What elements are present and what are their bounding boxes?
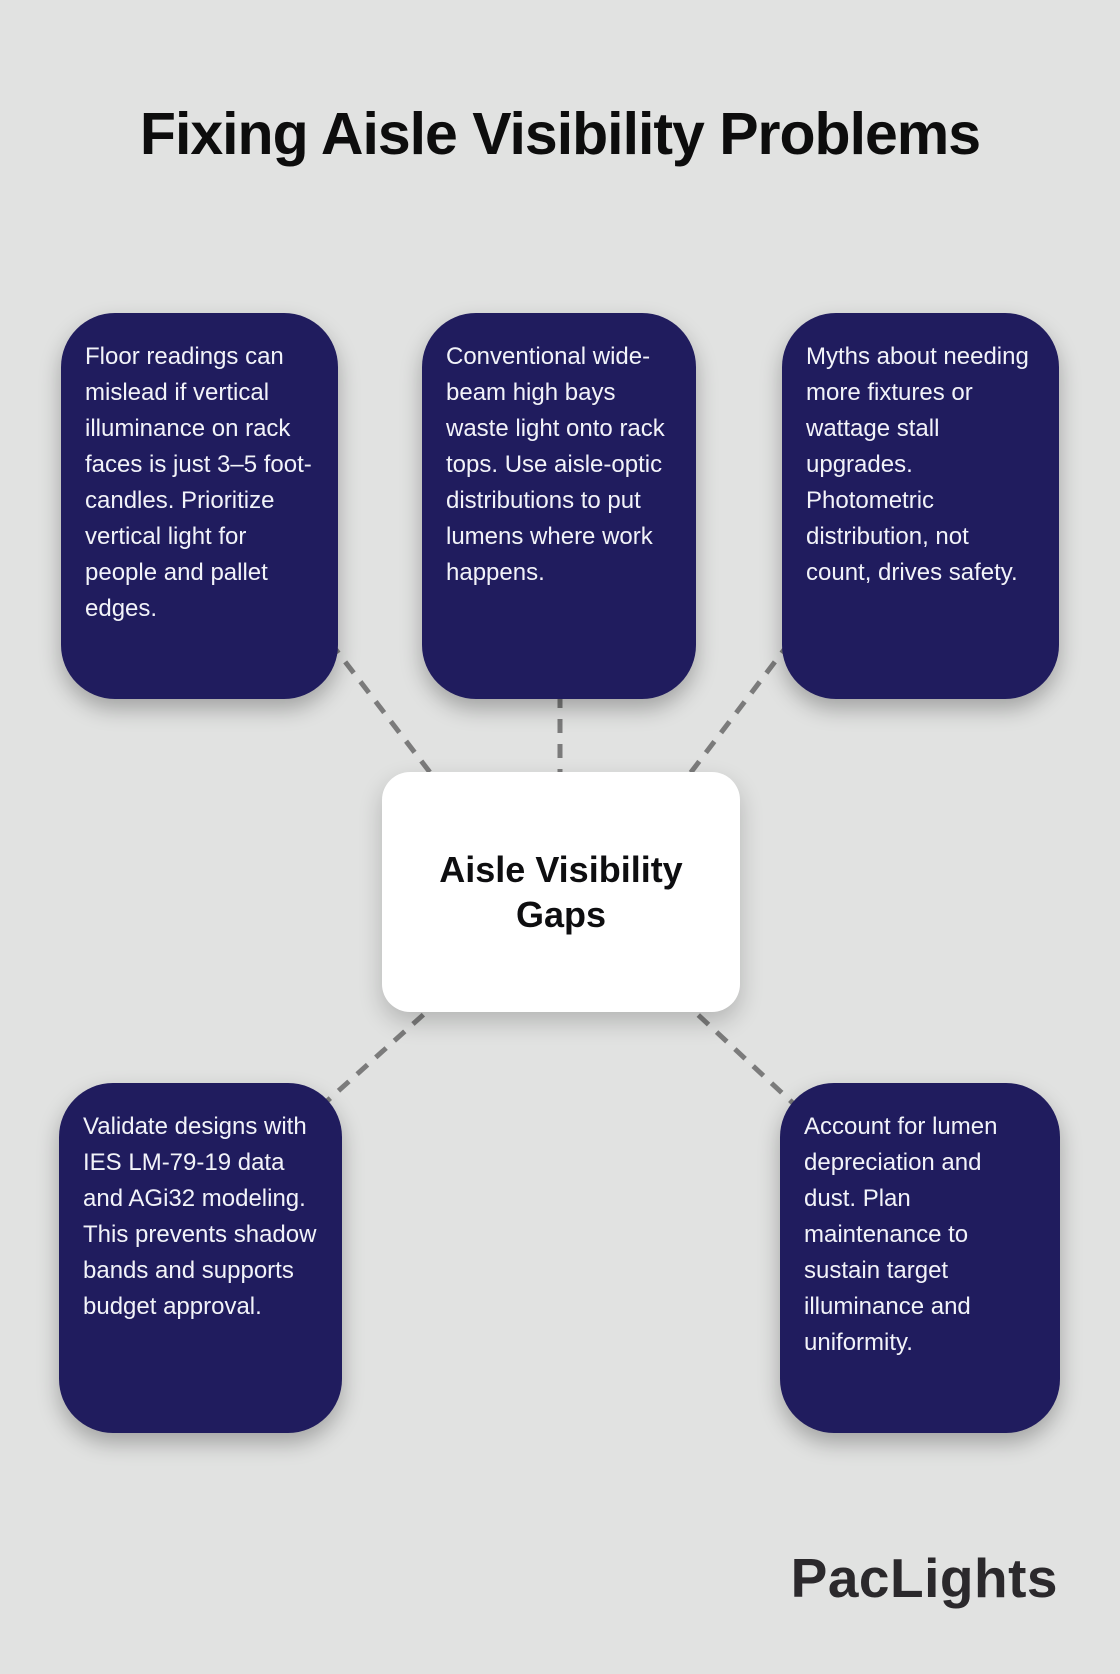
central-topic: Aisle Visibility Gaps (382, 772, 740, 1012)
connector-bottom-right (678, 996, 798, 1108)
card-fixture-myths-text: Myths about needing more fixtures or wat… (806, 343, 1029, 586)
central-topic-label: Aisle Visibility Gaps (439, 849, 683, 935)
card-lumen-depreciation-text: Account for lumen depreciation and dust.… (804, 1113, 998, 1356)
card-fixture-myths: Myths about needing more fixtures or wat… (782, 313, 1059, 699)
connector-top-right (674, 640, 792, 794)
connector-bottom-left (324, 996, 444, 1104)
page-title: Fixing Aisle Visibility Problems (139, 101, 981, 167)
brand-logo: PacLights (790, 1547, 1058, 1609)
card-floor-readings: Floor readings can mislead if vertical i… (61, 313, 338, 699)
card-validate-designs-text: Validate designs with IES LM-79-19 data … (83, 1113, 317, 1320)
card-lumen-depreciation: Account for lumen depreciation and dust.… (780, 1083, 1060, 1433)
card-wide-beam-waste-text: Conventional wide-beam high bays waste l… (446, 343, 665, 586)
connector-top-left (328, 640, 447, 794)
card-wide-beam-waste: Conventional wide-beam high bays waste l… (422, 313, 696, 699)
card-floor-readings-text: Floor readings can mislead if vertical i… (85, 343, 312, 622)
card-validate-designs: Validate designs with IES LM-79-19 data … (59, 1083, 342, 1433)
